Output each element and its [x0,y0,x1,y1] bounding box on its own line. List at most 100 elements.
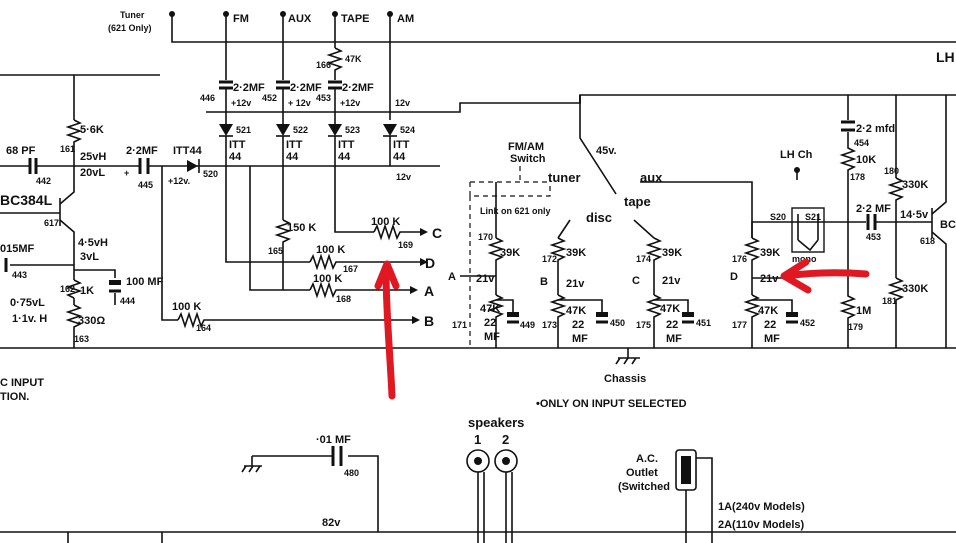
r330k-a-label: 330K [902,179,928,191]
speaker-2-label: 2 [502,432,509,447]
tape-switch-arm [633,219,655,239]
channel-module-a: 39K 170 A 21v 47K 171 22 MF 449 [448,182,535,348]
mod-c-in-label: C [632,275,640,287]
link-note: Link on 621 only [480,206,551,216]
mod-a-cap-ref: 449 [520,320,535,330]
bias-rail-wire [206,94,956,113]
c454-label: 2·2 mfd [856,123,895,135]
diode-522-label: 522 [293,125,308,135]
r47k-ref: 166 [316,60,331,70]
mod-b-r-bot-label: 47K [566,305,586,317]
v145-label: 14·5v [900,209,929,221]
r164-ref: 164 [196,323,211,333]
tuner-label: Tuner [120,10,145,20]
mod-b-in-label: B [540,276,548,288]
cap-453-ref: 453 [316,93,331,103]
mod-a-cap-body [507,312,519,317]
mod-c-r-top [645,237,663,295]
r167-ref: 167 [343,264,358,274]
r167-label: 100 K [316,244,345,256]
mod-c-r-bot-label: 47K [660,303,680,315]
v3l-label: 3vL [80,251,99,263]
mod-d-in-label: D [730,271,738,283]
tuner-bus-wire [171,14,956,43]
mod-a-r-top-label: 39K [500,247,520,259]
diode-520-symbol [187,160,198,172]
v45-label: 45v. [596,145,617,157]
cap-445-ref: 445 [138,180,153,190]
speakers-label: speakers [468,415,524,430]
v12-bus: 12v [396,172,411,182]
fm-to-d [225,166,310,263]
bc384-collector [59,166,75,205]
tuner-switch-label: tuner [548,170,581,185]
c100-ref: 444 [120,296,135,306]
c01-label: ·01 MF [316,434,351,446]
c22mf-right-ref: 453 [866,232,881,242]
r47k-label: 47K [345,54,362,64]
r169-ref: 169 [398,240,413,250]
mod-d-voltage: 21v [760,273,779,285]
speaker-wires [477,472,513,543]
r168-ref: 168 [336,294,351,304]
right-transistor-ref: 618 [920,236,935,246]
mod-c-r-bot [645,294,663,348]
v12-aux: + 12v [288,98,311,108]
bc384-emitter [59,219,75,265]
mod-a-r-bot-label: 47K [480,303,500,315]
r330k-a-ref: 180 [884,166,899,176]
r5k6-ref: 161 [60,144,75,154]
r168-label: 100 K [313,273,342,285]
resistor-330-163 [65,304,83,348]
ac-outlet-label-2: Outlet [626,467,658,479]
r1k-ref: 162 [60,284,75,294]
r150k-label: 150 K [287,222,316,234]
ac-outlet-slot [681,456,691,484]
resistor-1m-179 [839,222,857,348]
tape-switch-label: tape [624,194,651,209]
v82-label: 82v [322,517,341,529]
r169-label: 100 K [371,216,400,228]
channel-module-d: 39K 176 D 21v 47K 177 22 MF 452 [730,237,815,348]
disc-switch-arm [557,219,571,239]
mod-d-r-bot-ref: 177 [732,320,747,330]
diode-522-num: 44 [286,151,299,163]
mod-c-cap-label: 22 [666,319,678,331]
out-a-arrow [410,286,418,294]
r1m-ref: 179 [848,322,863,332]
mod-c-r-bot-ref: 175 [636,320,651,330]
c01-ref: 480 [344,468,359,478]
right-transistor-label: BC [940,219,956,231]
selector-switch-block: FM/AM Switch Link on 621 only tuner 45v.… [448,95,956,385]
mod-d-r-bot [743,294,761,348]
resistor-330k-180 [887,177,905,260]
cap-452-label: 2·2MF [290,82,322,94]
bottom-section: •ONLY ON INPUT SELECTED ·01 MF 480 82v s… [0,398,956,543]
c68pf-ref: 442 [36,176,51,186]
mod-b-r-bot [549,294,567,348]
c015-ref: 443 [12,270,27,280]
out-d-arrow [420,258,428,266]
lh-ch-label: LH Ch [780,149,813,161]
ac-outlet-wires [685,457,713,543]
red-annotation-arrowhead-left [780,258,812,294]
c68pf-label: 68 PF [6,145,36,157]
diode-523-num: 44 [338,151,351,163]
mod-a-cap-unit: MF [484,331,500,343]
s20-label: S20 [770,212,786,222]
out-c-label: C [432,225,442,241]
aux-label: AUX [288,13,312,25]
diode-524-symbol [383,124,397,136]
resistor-100k-164 [177,311,412,329]
mod-a-r-bot-ref: 171 [452,320,467,330]
red-annotation-arrow-left [782,269,870,280]
v075-label: 0·75vL [10,297,45,309]
fm-label: FM [233,13,249,25]
s21-label: S21 [805,212,821,222]
mod-a-r-top [487,237,505,295]
mod-d-cap-label: 22 [764,319,776,331]
resistor-1k-162 [65,279,83,299]
diode-521-num: 44 [229,151,242,163]
mod-c-cap-lead [654,299,689,312]
diode-522-type: ITT [286,139,303,151]
